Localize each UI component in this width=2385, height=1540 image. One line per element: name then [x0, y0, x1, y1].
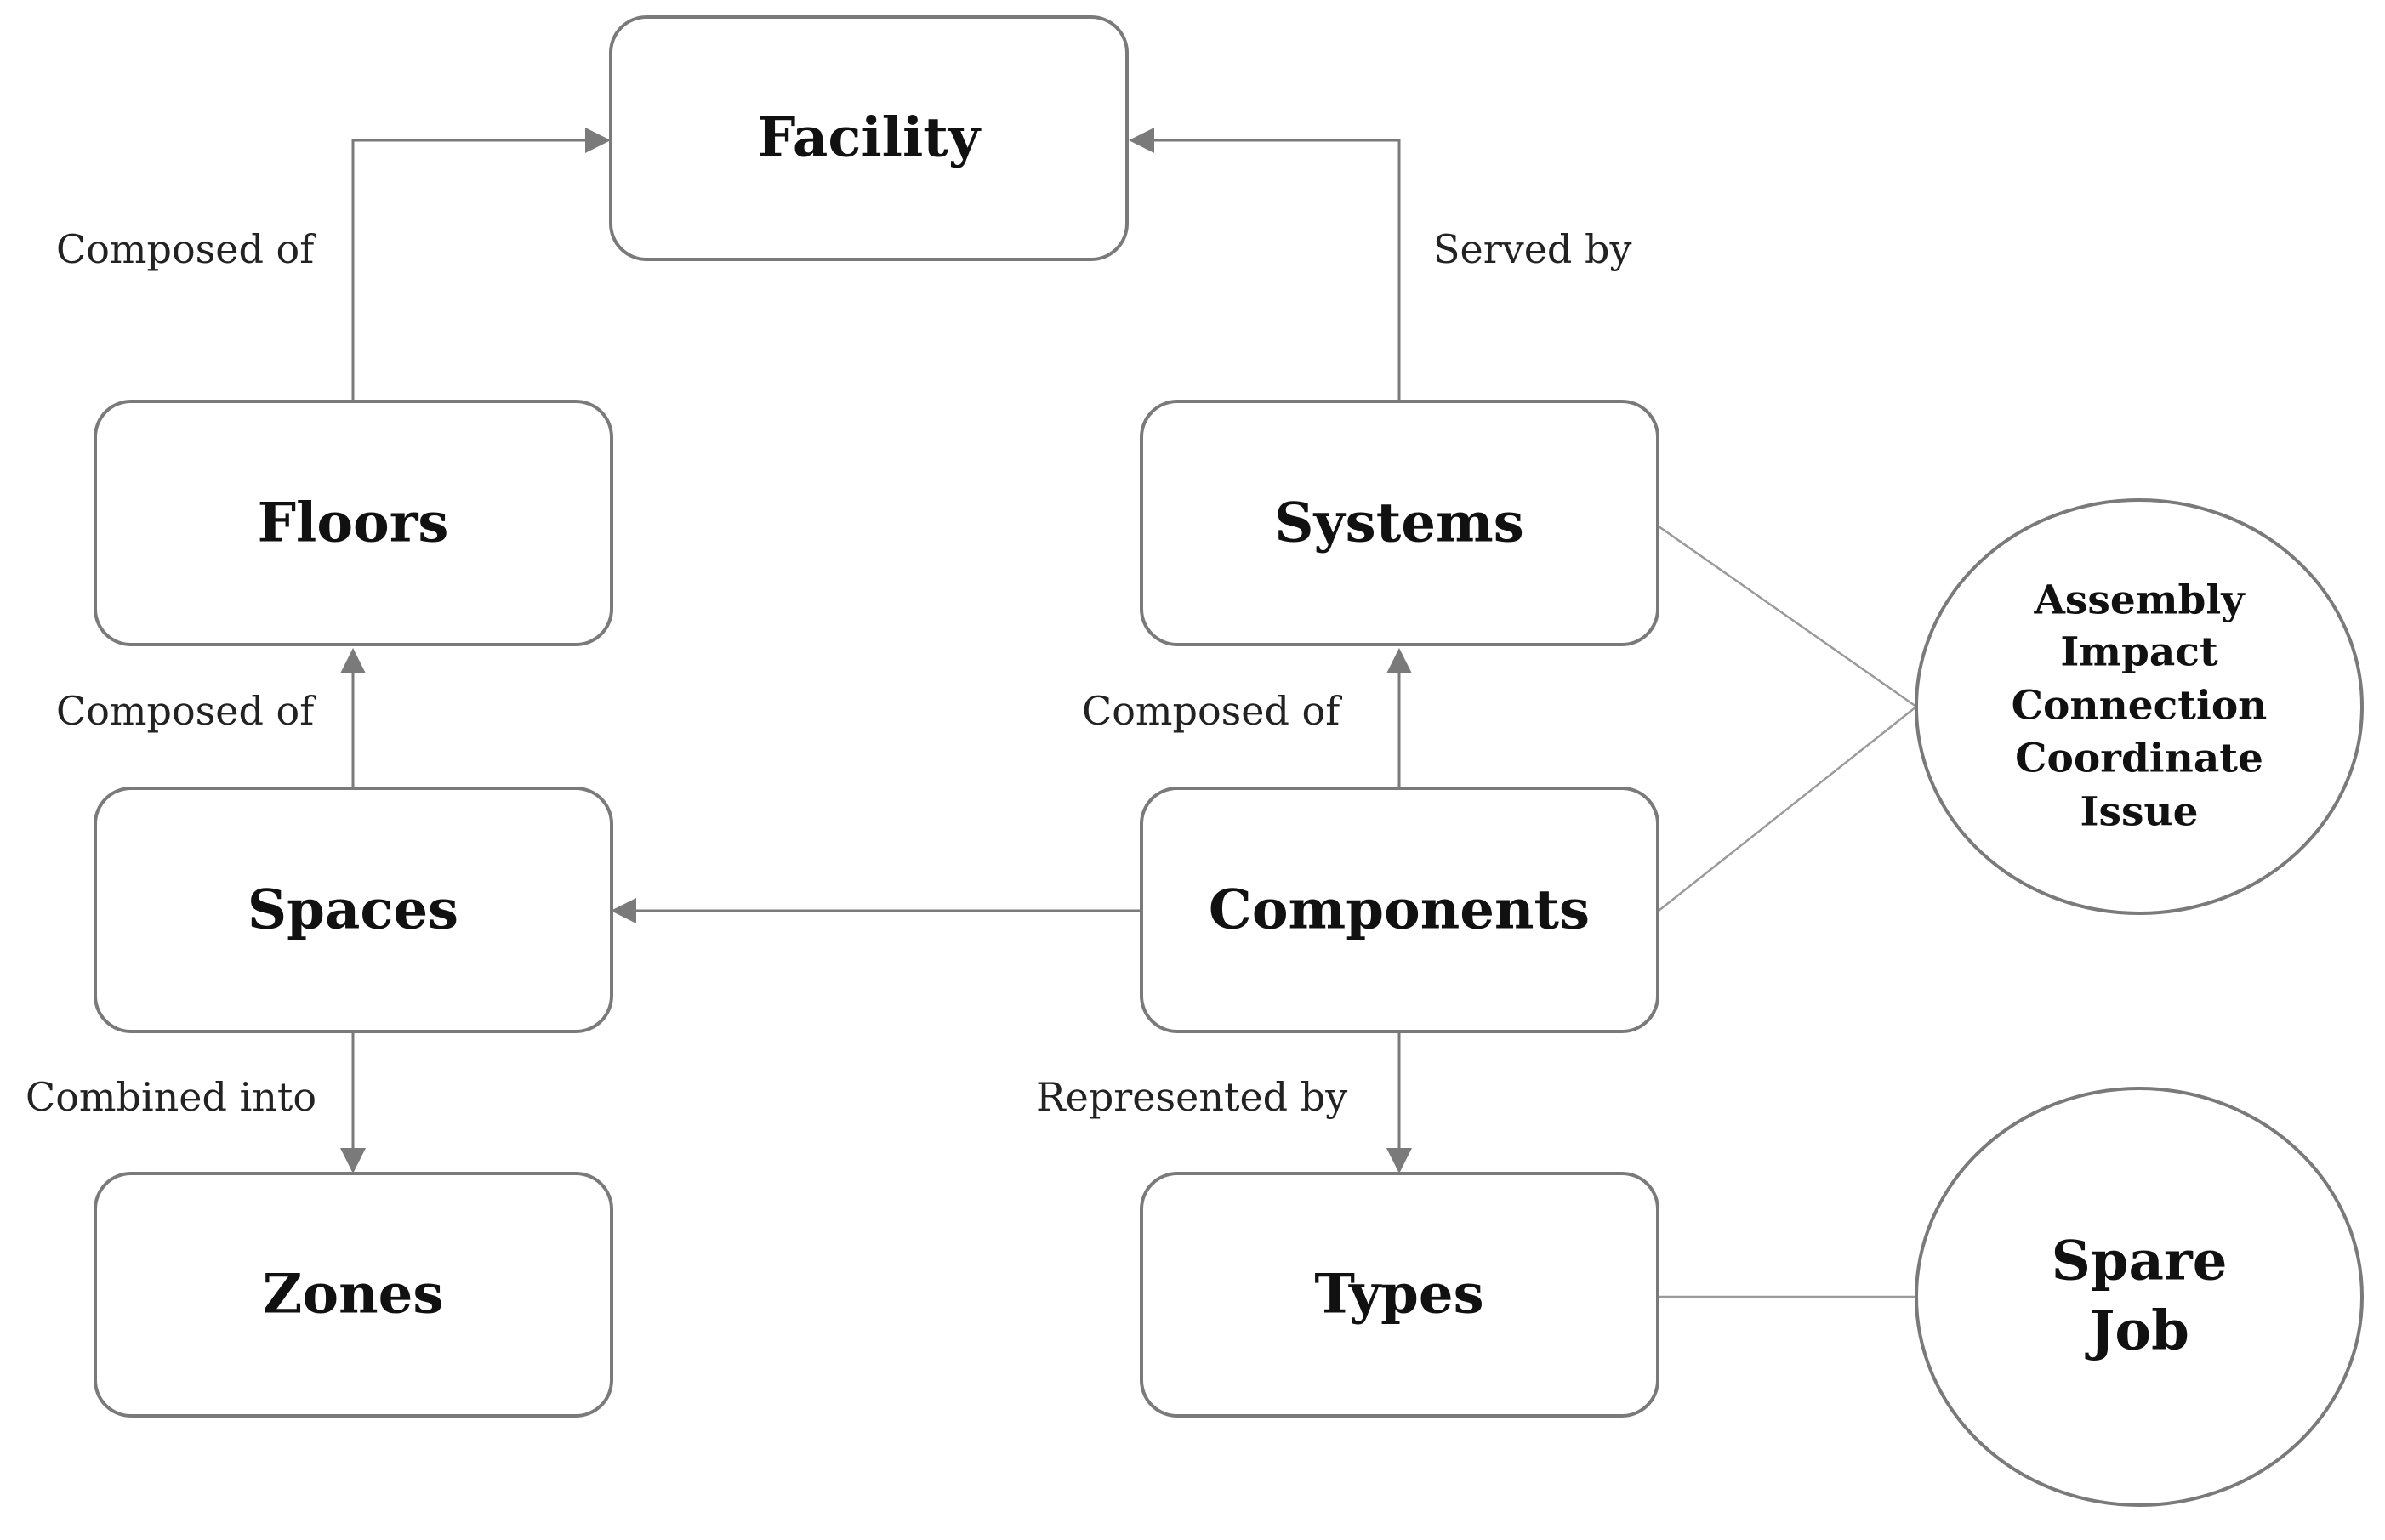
node-facility-label: Facility [757, 106, 982, 170]
circle-connection-item: Connection [2012, 683, 2268, 730]
edge-systems-to-assembly-circle [1658, 525, 1917, 708]
node-zones: Zones [94, 1172, 613, 1418]
node-spaces: Spaces [94, 787, 613, 1033]
label-spaces-to-floors: Composed of [56, 688, 316, 734]
arrowhead-facility-right [1129, 128, 1154, 153]
node-types-label: Types [1314, 1263, 1483, 1327]
node-systems: Systems [1140, 400, 1659, 646]
label-components-to-systems: Composed of [1082, 688, 1342, 734]
arrowhead-types [1386, 1148, 1412, 1173]
arrowhead-systems [1386, 648, 1412, 673]
node-facility: Facility [609, 15, 1129, 261]
label-floors-to-facility: Composed of [56, 226, 316, 272]
node-components-label: Components [1209, 878, 1590, 942]
arrowhead-zones [340, 1148, 366, 1173]
circle-spare-item: Spare [2052, 1230, 2228, 1293]
circle-job-item: Job [2085, 1299, 2189, 1363]
circle-issue-item: Issue [2080, 789, 2199, 836]
label-components-to-types: Represented by [1036, 1074, 1347, 1120]
node-floors: Floors [94, 400, 613, 646]
circle-assembly-item: Assembly [2033, 577, 2246, 624]
edge-systems-to-facility [1153, 139, 1401, 401]
node-systems-label: Systems [1274, 492, 1523, 555]
edge-components-to-assembly-circle [1658, 706, 1917, 912]
label-systems-to-facility: Served by [1433, 226, 1631, 272]
arrowhead-spaces [611, 898, 636, 923]
circle-spare-group: Spare Job [1915, 1087, 2364, 1507]
node-components: Components [1140, 787, 1659, 1033]
edge-floors-to-facility [351, 139, 587, 401]
arrowhead-facility-left [585, 128, 611, 153]
node-zones-label: Zones [263, 1263, 444, 1327]
node-floors-label: Floors [258, 492, 449, 555]
circle-impact-item: Impact [2060, 629, 2218, 676]
node-types: Types [1140, 1172, 1659, 1418]
label-spaces-to-zones: Combined into [26, 1074, 316, 1120]
circle-coordinate-item: Coordinate [2015, 736, 2263, 782]
node-spaces-label: Spaces [248, 878, 458, 942]
arrowhead-floors [340, 648, 366, 673]
circle-assembly-group: Assembly Impact Connection Coordinate Is… [1915, 498, 2364, 915]
